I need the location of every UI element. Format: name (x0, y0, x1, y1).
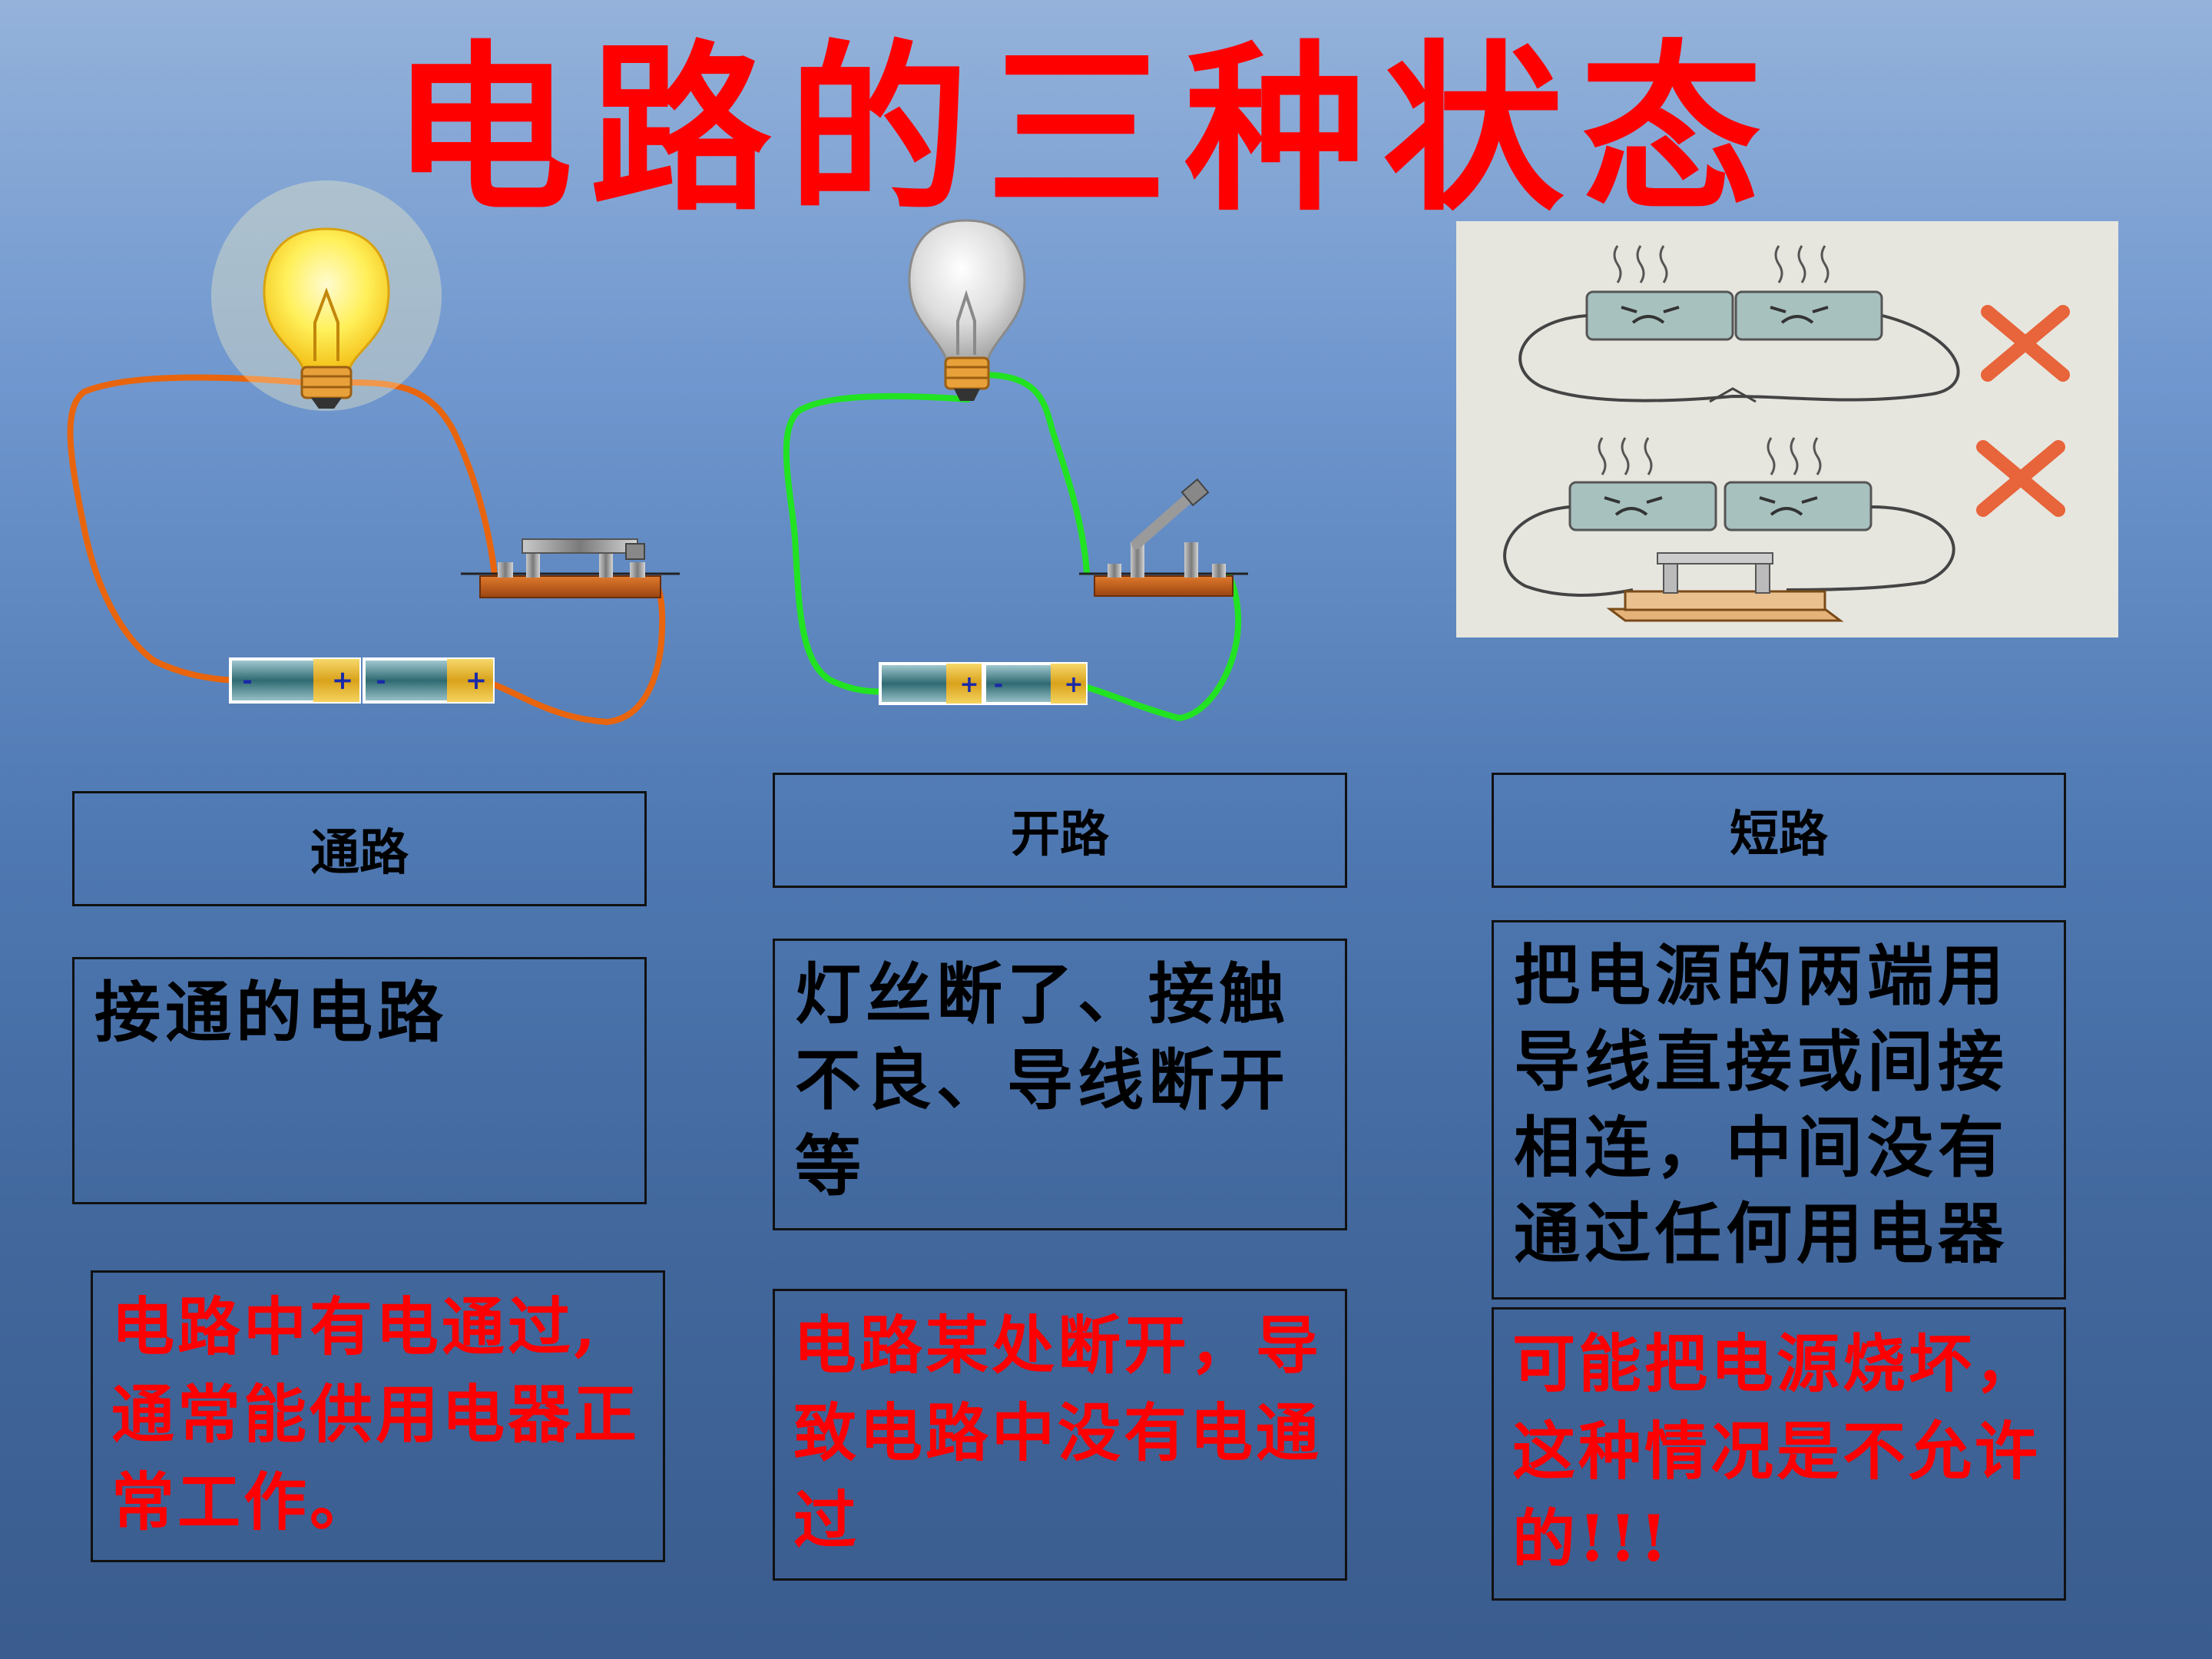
open-circuit-consequence: 电路某处断开，导致电路中没有电通过 (773, 1289, 1347, 1581)
closed-circuit-wire-right (346, 379, 498, 587)
short-circuit-diagram (1456, 221, 2118, 637)
cross-mark-icon (1981, 305, 2070, 382)
svg-text:+: + (1064, 671, 1083, 698)
lit-bulb-icon (211, 180, 442, 411)
open-circuit-wire-bottom (1084, 573, 1242, 722)
svg-text:+: + (959, 671, 979, 698)
sad-battery-icon (1724, 481, 1873, 531)
closed-circuit-diagram: + - + - (67, 180, 680, 726)
battery-icon: + (879, 662, 983, 705)
svg-text:-: - (242, 666, 252, 695)
sad-battery-icon (1734, 290, 1883, 341)
svg-text:-: - (994, 671, 1003, 698)
battery-icon: + - (363, 657, 495, 704)
svg-text:+: + (332, 665, 354, 696)
steam-icon (1613, 245, 1830, 283)
sad-battery-icon (1585, 290, 1734, 341)
unlit-bulb-icon (908, 219, 1026, 401)
sad-battery-icon (1568, 481, 1717, 531)
svg-text:-: - (376, 666, 386, 695)
closed-circuit-consequence-text: 电路中有电通过,通常能供用电器正常工作。 (111, 1290, 641, 1539)
closed-circuit-label-text: 通路 (310, 825, 409, 882)
knife-switch-icon (461, 538, 680, 598)
closed-circuit-description-text: 接通的电路 (94, 974, 448, 1051)
closed-circuit-wire (67, 374, 306, 684)
short-circuit-description: 把电源的两端用导线直接或间接相连，中间没有通过任何用电器 (1492, 920, 2066, 1300)
open-circuit-description: 灯丝断了、接触不良、导线断开等 (773, 939, 1347, 1230)
open-circuit-description-text: 灯丝断了、接触不良、导线断开等 (795, 955, 1290, 1205)
svg-text:+: + (465, 665, 488, 696)
short-circuit-label: 短路 (1492, 773, 2066, 888)
knife-switch-icon (1079, 478, 1248, 597)
open-circuit-label: 开路 (773, 773, 1347, 888)
open-circuit-wire (783, 392, 971, 695)
open-circuit-wire-right (984, 372, 1090, 575)
open-circuit-diagram: + + - (783, 219, 1248, 722)
short-circuit-label-text: 短路 (1730, 806, 1828, 863)
short-circuit-consequence: 可能把电源烧坏，这种情况是不允许的!!! (1492, 1307, 2066, 1601)
battery-icon: + - (983, 662, 1088, 705)
battery-icon: + - (229, 657, 361, 704)
closed-circuit-consequence: 电路中有电通过,通常能供用电器正常工作。 (91, 1270, 665, 1562)
closed-circuit-label: 通路 (72, 791, 647, 906)
short-circuit-consequence-text: 可能把电源烧坏，这种情况是不允许的!!! (1512, 1327, 2041, 1576)
closed-circuit-wire-bottom (488, 582, 666, 726)
cross-mark-icon (1976, 440, 2065, 517)
page-title: 电路的三种状态 (392, 25, 1780, 236)
short-circuit-description-text: 把电源的两端用导线直接或间接相连，中间没有通过任何用电器 (1514, 937, 2008, 1273)
open-circuit-label-text: 开路 (1011, 806, 1109, 863)
steam-icon (1598, 437, 1822, 475)
knife-switch-icon (1606, 552, 1844, 622)
open-circuit-consequence-text: 电路某处断开，导致电路中没有电通过 (793, 1309, 1323, 1558)
closed-circuit-description: 接通的电路 (72, 957, 647, 1204)
